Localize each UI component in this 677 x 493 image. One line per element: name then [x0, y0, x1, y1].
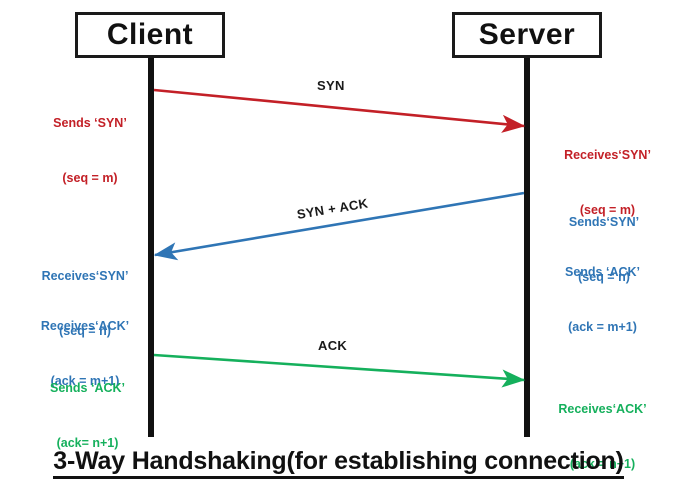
arrow-label-syn: SYN: [317, 78, 345, 93]
note-client-sends-syn: Sends ‘SYN’ (seq = m): [30, 78, 150, 223]
client-node-box: Client: [75, 12, 225, 58]
note-line-2: (ack = n+1): [569, 456, 636, 471]
diagram-caption-text: 3-Way Handshaking(for establishing conne…: [53, 447, 624, 479]
note-line-1: Receives‘SYN’: [564, 148, 651, 163]
note-server-sends-syn: Sends‘SYN’ (seq = n): [545, 177, 663, 322]
arrow-label-ack: ACK: [318, 338, 348, 353]
note-line-1: Sends ‘ACK’: [564, 265, 640, 280]
note-line-2: (seq = n): [59, 323, 111, 338]
server-label: Server: [478, 18, 576, 51]
arrow-ack: [153, 353, 526, 388]
note-line-1: Receives‘ACK’: [40, 319, 130, 334]
note-line-1: Receives‘SYN’: [41, 269, 129, 284]
note-server-receives-syn: Receives‘SYN’ (seq = m): [545, 110, 670, 255]
note-client-sends-ack: Sends ‘ACK’ (ack= n+1): [25, 343, 150, 488]
note-line-1: Sends ‘ACK’: [49, 381, 125, 396]
note-server-receives-ack: Receives‘ACK’ (ack = n+1): [540, 364, 665, 493]
server-node-box: Server: [452, 12, 602, 58]
note-line-1: Sends‘SYN’: [568, 215, 640, 230]
note-server-sends-ack: Sends ‘ACK’ (ack = m+1): [540, 227, 665, 372]
note-line-1: Sends ‘SYN’: [53, 116, 127, 131]
note-line-2: (ack = m+1): [50, 373, 120, 388]
client-label: Client: [106, 18, 194, 51]
note-line-2: (seq = m): [579, 202, 636, 217]
note-client-receives-ack: Receives‘ACK’ (ack = m+1): [20, 281, 150, 426]
note-line-1: Receives‘ACK’: [558, 402, 647, 417]
diagram-caption: 3-Way Handshaking(for establishing conne…: [0, 447, 677, 479]
note-line-2: (ack= n+1): [56, 435, 119, 450]
arrow-syn: [153, 88, 526, 133]
note-line-2: (seq = n): [578, 269, 630, 284]
arrow-syn-ack: [153, 191, 525, 261]
note-client-receives-syn: Receives‘SYN’ (seq = n): [20, 231, 150, 376]
note-line-2: (seq = m): [62, 170, 118, 185]
note-line-2: (ack = m+1): [568, 319, 637, 334]
